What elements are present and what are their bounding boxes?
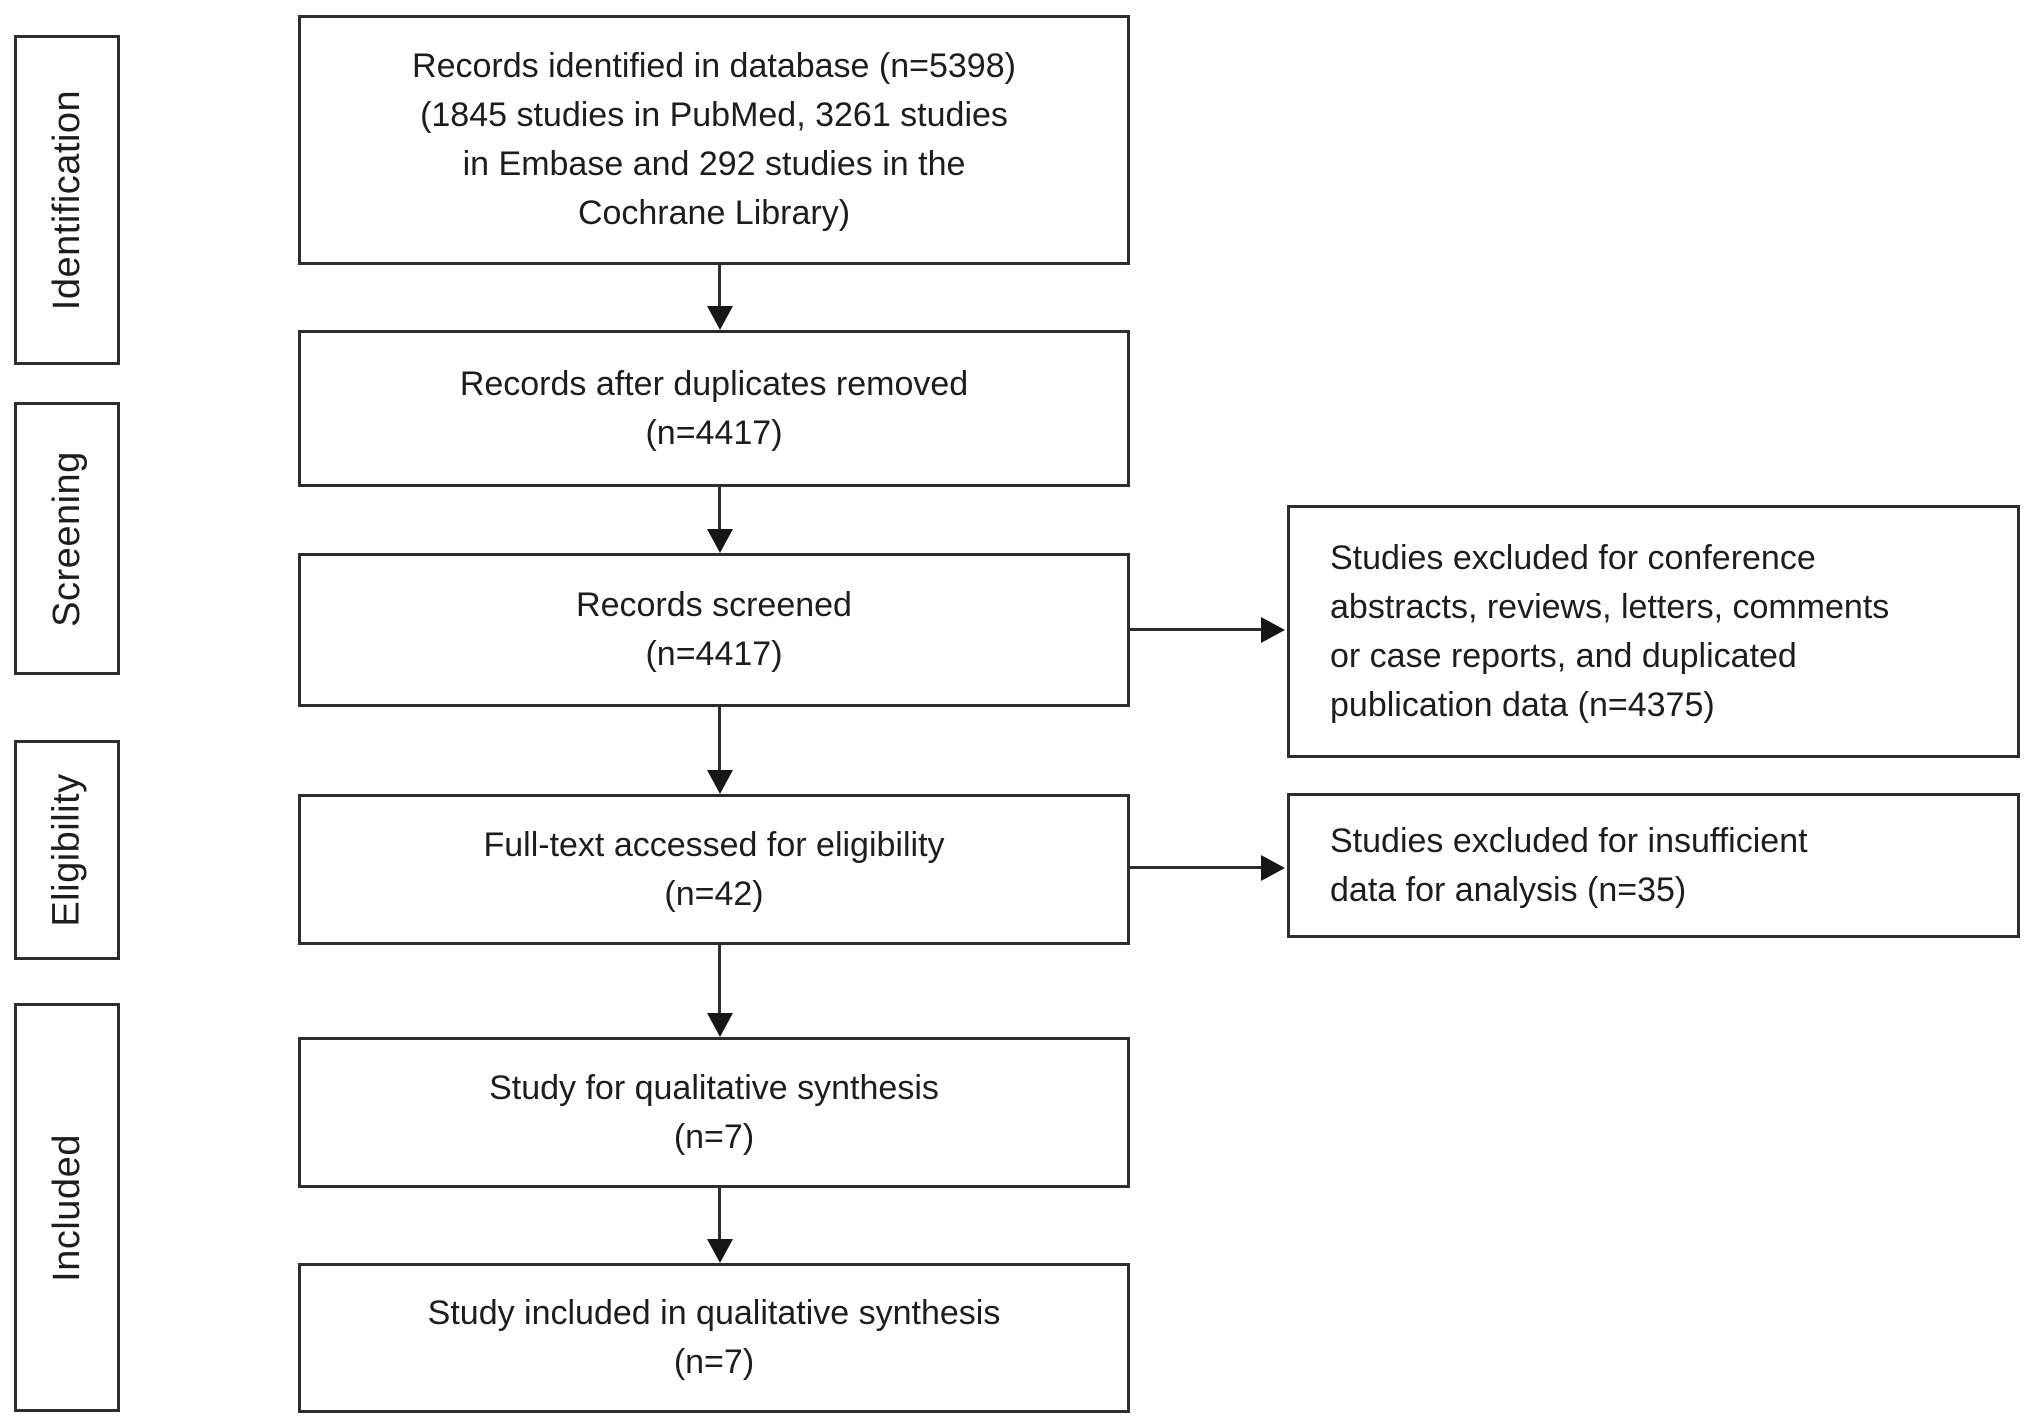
box-line: or case reports, and duplicated [1330,636,1797,675]
box-line: Records screened [576,586,852,624]
arrow-shaft [1130,628,1264,631]
box-line: Studies excluded for insufficient [1330,821,1808,860]
box-line: (1845 studies in PubMed, 3261 studies [420,96,1008,134]
exclusion-box-eligibility: Studies excluded for insufficient data f… [1287,793,2020,938]
box-line: abstracts, reviews, letters, comments [1330,587,1890,626]
arrow-shaft [1130,866,1264,869]
arrow-head-down-icon [707,306,733,330]
box-line: Records after duplicates removed [459,364,969,403]
arrow-head-right-icon [1261,855,1285,881]
stage-box-identification: Identification [14,35,120,365]
flow-box-fulltext-assessed: Full-text accessed for eligibility (n=42… [298,794,1130,945]
box-line: (n=7) [673,1343,755,1381]
stage-label-included: Included [46,1133,89,1282]
box-line: Study included in qualitative synthesis [427,1294,1001,1332]
arrow-shaft [718,265,721,309]
arrow-head-down-icon [707,1013,733,1037]
box-line: (n=4417) [645,635,783,673]
box-line: publication data (n=4375) [1330,685,1715,724]
stage-box-included: Included [14,1003,120,1412]
arrow-head-down-icon [707,770,733,794]
box-line: data for analysis (n=35) [1330,870,1687,909]
flow-box-included-synthesis: Study included in qualitative synthesis … [298,1263,1130,1413]
stage-box-eligibility: Eligibility [14,740,120,960]
stage-label-eligibility: Eligibility [46,773,89,927]
stage-box-screening: Screening [14,402,120,675]
box-line: Records identified in database (n=5398) [412,47,1016,85]
box-line: (n=7) [673,1117,755,1156]
flow-box-records-identified: Records identified in database (n=5398) … [298,15,1130,265]
box-line: Full-text accessed for eligibility [483,825,945,864]
flow-box-records-screened: Records screened (n=4417) [298,553,1130,707]
arrow-shaft [718,1188,721,1242]
box-line: (n=42) [664,874,764,913]
box-line: in Embase and 292 studies in the [462,145,966,183]
arrow-head-down-icon [707,529,733,553]
stage-label-identification: Identification [46,89,88,311]
flow-box-duplicates-removed: Records after duplicates removed (n=4417… [298,330,1130,487]
flow-box-qualitative-synthesis: Study for qualitative synthesis (n=7) [298,1037,1130,1188]
exclusion-box-screening: Studies excluded for conference abstract… [1287,505,2020,758]
arrow-head-down-icon [707,1239,733,1263]
arrow-head-right-icon [1261,617,1285,643]
box-line: Studies excluded for conference [1330,538,1816,577]
box-line: Cochrane Library) [577,194,851,232]
arrow-shaft [718,487,721,532]
stage-label-screening: Screening [46,450,88,627]
box-line: Study for qualitative synthesis [489,1068,939,1107]
arrow-shaft [718,945,721,1016]
arrow-shaft [718,707,721,773]
box-line: (n=4417) [645,413,783,452]
